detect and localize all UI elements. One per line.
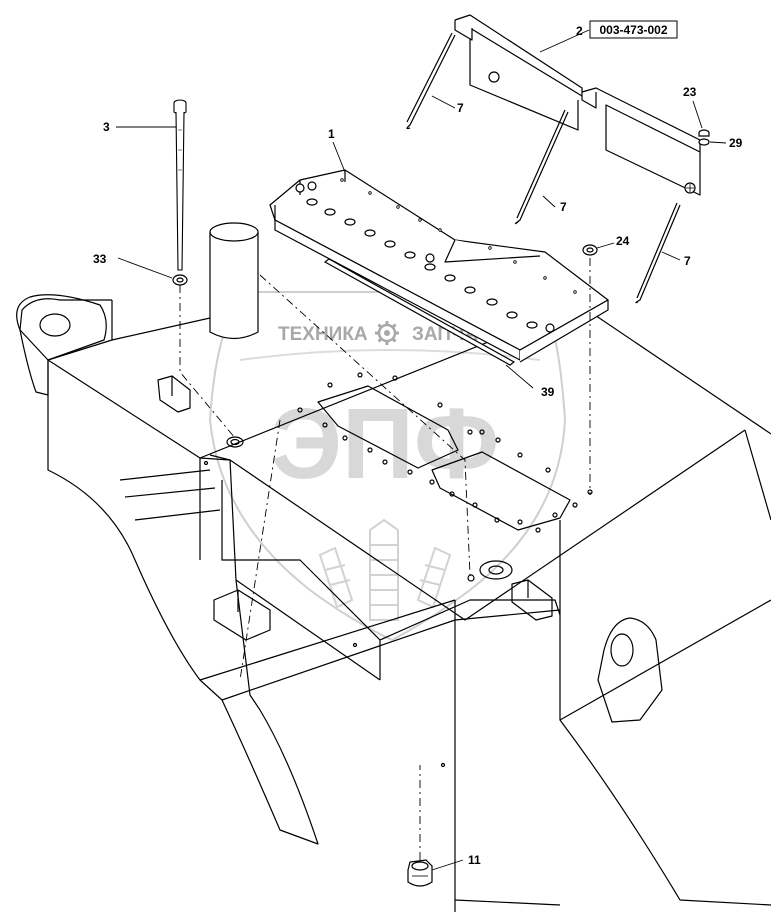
callout-24: 24 bbox=[616, 234, 630, 248]
assembly-lines bbox=[179, 258, 591, 860]
wheat-emblem-icon bbox=[318, 518, 452, 621]
part-7-hooks bbox=[406, 32, 681, 304]
callout-2: 2 bbox=[576, 24, 583, 38]
part-1-tray bbox=[269, 169, 609, 363]
watermark-shield-outline bbox=[208, 291, 567, 642]
watermark-logo-text: ЭПФ bbox=[271, 388, 499, 500]
right-eye-hole bbox=[610, 633, 634, 667]
left-eye-hole bbox=[39, 313, 71, 337]
part-33-washer bbox=[172, 274, 188, 286]
callout-7-right: 7 bbox=[684, 254, 691, 268]
callout-39: 39 bbox=[541, 385, 555, 399]
callout-7-left: 7 bbox=[457, 101, 464, 115]
callout-33: 33 bbox=[93, 252, 107, 266]
mounting-studs bbox=[297, 372, 593, 533]
callout-3: 3 bbox=[103, 120, 110, 134]
tank-body bbox=[16, 294, 771, 912]
part-23-nut bbox=[698, 129, 710, 137]
deck-bracket-mid bbox=[213, 589, 271, 641]
part-2-bracket bbox=[454, 14, 701, 196]
left-lifting-eye bbox=[16, 294, 107, 396]
part-code-2: 003-473-002 bbox=[599, 23, 667, 37]
callout-labels: 2 003-473-002 3 33 1 7 7 7 23 29 24 39 1… bbox=[93, 20, 743, 867]
callout-7-middle: 7 bbox=[560, 200, 567, 214]
tray-holes bbox=[295, 181, 555, 333]
part-39-strip bbox=[323, 258, 516, 366]
callout-29: 29 bbox=[729, 136, 743, 150]
leader-lines bbox=[116, 29, 727, 871]
callout-23: 23 bbox=[683, 85, 697, 99]
part-3-dipstick bbox=[173, 99, 187, 271]
part-code-box bbox=[589, 20, 678, 39]
watermark: ТЕХНИКА ЗАПЧАСТИ ЭПФ bbox=[208, 291, 567, 642]
deck-bracket-left bbox=[157, 375, 191, 413]
sender-flange bbox=[479, 560, 513, 580]
part-29-washer bbox=[698, 138, 710, 146]
part-24-nut bbox=[582, 244, 598, 256]
callout-11: 11 bbox=[468, 853, 481, 867]
watermark-left-text: ТЕХНИКА bbox=[278, 324, 368, 345]
right-lifting-eye bbox=[597, 617, 663, 723]
deck-bracket-right bbox=[511, 579, 553, 621]
cylinder-component bbox=[209, 222, 259, 340]
part-11-drain-plug bbox=[407, 859, 433, 887]
filler-neck bbox=[226, 436, 244, 448]
gear-icon bbox=[375, 321, 399, 345]
callout-1: 1 bbox=[328, 127, 335, 141]
